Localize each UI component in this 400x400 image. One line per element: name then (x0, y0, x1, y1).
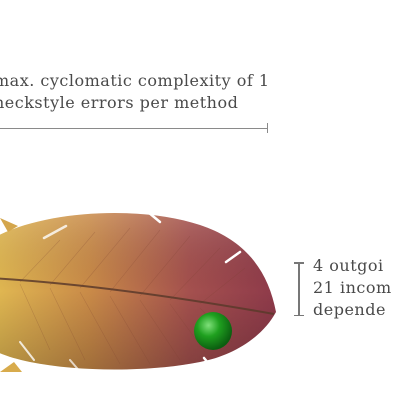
feather-rachis (0, 277, 275, 315)
method-metric-line-1: max. cyclomatic complexity of 1 (0, 71, 270, 90)
dependency-bracket (294, 262, 304, 316)
dependency-line-2: 21 incom (313, 278, 392, 297)
metric-rule (0, 123, 268, 133)
method-metrics-label: max. cyclomatic complexity of 1 heckstyl… (0, 70, 270, 114)
method-metric-line-2: heckstyle errors per method (0, 93, 239, 112)
dependency-line-3: depende (313, 300, 386, 319)
dependency-line-1: 4 outgoi (313, 256, 384, 275)
green-ball-marker (194, 312, 232, 350)
dependency-label: 4 outgoi 21 incom depende (313, 255, 392, 321)
